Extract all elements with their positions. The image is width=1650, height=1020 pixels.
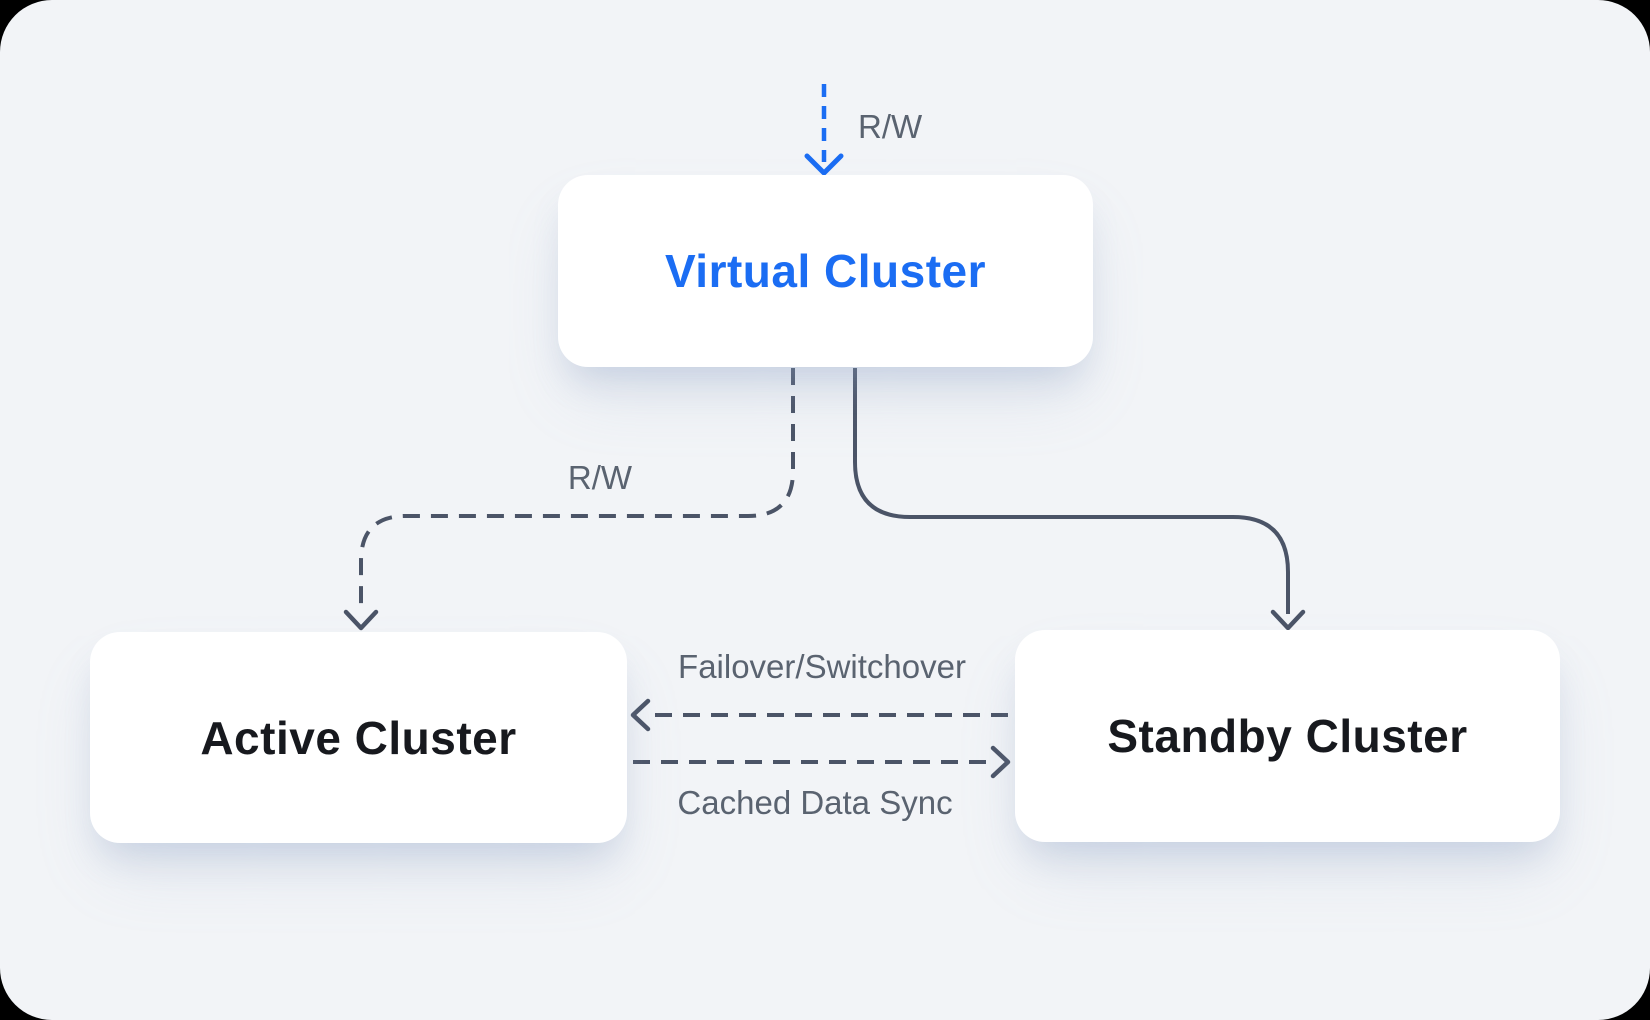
arrowhead-down-right-icon xyxy=(1270,609,1306,631)
node-virtual-cluster-label: Virtual Cluster xyxy=(664,245,987,297)
node-active-cluster-label: Active Cluster xyxy=(200,711,517,764)
arrowhead-right-icon xyxy=(990,745,1011,779)
edge-label-top-rw: R/W xyxy=(858,108,923,145)
node-virtual-cluster: Virtual Cluster xyxy=(558,175,1093,367)
arrowhead-down-blue-icon xyxy=(804,153,844,176)
node-standby-cluster: Standby Cluster xyxy=(1015,630,1560,842)
arrowhead-down-left-icon xyxy=(343,609,379,631)
edge-label-failover-switchover: Failover/Switchover xyxy=(678,648,966,685)
node-active-cluster: Active Cluster xyxy=(90,632,627,843)
node-standby-cluster-label: Standby Cluster xyxy=(1107,710,1468,762)
edge-label-cached-data-sync: Cached Data Sync xyxy=(677,784,953,821)
edge-virtual-to-standby xyxy=(853,368,1290,614)
edge-label-left-rw: R/W xyxy=(567,459,633,496)
arrowhead-left-icon xyxy=(630,698,651,732)
